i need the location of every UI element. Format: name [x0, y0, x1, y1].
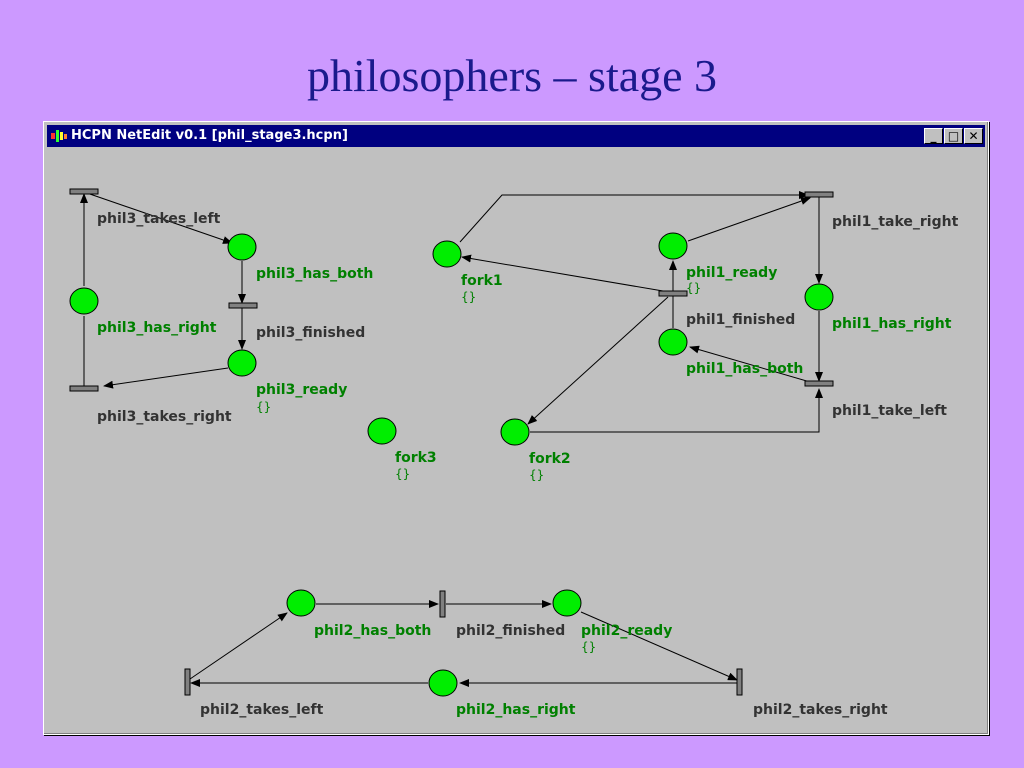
marking-fork3: {}: [395, 467, 410, 481]
place-phil1_has_both[interactable]: [658, 328, 688, 356]
label-fork2: fork2: [529, 451, 571, 467]
place-phil1_ready[interactable]: [658, 232, 688, 260]
arc-phil2_takes_left-to-phil2_has_both[interactable]: [189, 612, 288, 680]
transition-phil2_finished[interactable]: [439, 590, 446, 618]
place-fork2[interactable]: [500, 418, 530, 446]
place-phil2_has_right[interactable]: [428, 669, 458, 697]
arcs: [80, 191, 823, 687]
place-fork3[interactable]: [367, 417, 397, 445]
window-titlebar[interactable]: HCPN NetEdit v0.1 [phil_stage3.hcpn] _ □…: [47, 125, 985, 147]
arc-fork1-to-phil1_take_right[interactable]: [459, 191, 809, 243]
label-phil1_has_both: phil1_has_both: [686, 361, 803, 377]
arc-phil1_finished-to-fork2[interactable]: [527, 296, 669, 425]
transition-phil3_finished[interactable]: [228, 302, 258, 309]
marking-phil3_ready: {}: [256, 400, 271, 414]
label-fork3: fork3: [395, 450, 437, 466]
label-phil1_take_left: phil1_take_left: [832, 403, 947, 419]
net-canvas[interactable]: phil3_takes_left phil3_finished phil3_ta…: [47, 149, 985, 731]
place-phil3_has_right[interactable]: [69, 287, 99, 315]
place-phil3_has_both[interactable]: [227, 233, 257, 261]
close-button[interactable]: ✕: [964, 128, 983, 144]
arc-phil2_ready-to-phil2_takes_right[interactable]: [580, 611, 738, 681]
places: [69, 232, 834, 697]
slide-title: philosophers – stage 3: [306, 50, 718, 101]
arc-phil1_ready-to-phil1_take_right[interactable]: [687, 197, 811, 242]
label-phil2_takes_left: phil2_takes_left: [200, 702, 324, 718]
label-phil2_takes_right: phil2_takes_right: [753, 702, 888, 718]
arc-phil3_takes_left-to-phil3_has_both[interactable]: [83, 191, 233, 244]
app-window: HCPN NetEdit v0.1 [phil_stage3.hcpn] _ □…: [43, 121, 989, 735]
label-phil2_has_right: phil2_has_right: [456, 702, 576, 718]
place-fork1[interactable]: [432, 240, 462, 268]
arc-fork2-to-phil1_take_left[interactable]: [530, 388, 823, 433]
app-icon: [51, 130, 67, 142]
place-phil2_has_both[interactable]: [286, 589, 316, 617]
transition-phil2_takes_left[interactable]: [184, 668, 191, 696]
marking-phil2_ready: {}: [581, 640, 596, 654]
transition-phil1_take_right[interactable]: [804, 191, 834, 198]
label-fork1: fork1: [461, 273, 503, 289]
label-phil3_finished: phil3_finished: [256, 325, 365, 341]
transition-phil1_take_left[interactable]: [804, 380, 834, 387]
label-phil2_ready: phil2_ready: [581, 623, 672, 639]
place-phil1_has_right[interactable]: [804, 283, 834, 311]
label-phil1_finished: phil1_finished: [686, 312, 795, 328]
label-phil2_has_both: phil2_has_both: [314, 623, 431, 639]
label-phil3_has_both: phil3_has_both: [256, 266, 373, 282]
label-phil1_has_right: phil1_has_right: [832, 316, 952, 332]
window-title: HCPN NetEdit v0.1 [phil_stage3.hcpn]: [71, 128, 348, 143]
minimize-button[interactable]: _: [924, 128, 943, 144]
transition-phil1_finished[interactable]: [658, 290, 688, 297]
petri-net-diagram[interactable]: phil3_takes_left phil3_finished phil3_ta…: [47, 149, 985, 731]
maximize-button[interactable]: □: [944, 128, 963, 144]
marking-fork1: {}: [461, 290, 476, 304]
transitions: [69, 188, 834, 696]
label-phil3_has_right: phil3_has_right: [97, 320, 217, 336]
transition-phil2_takes_right[interactable]: [736, 668, 743, 696]
arc-phil3_ready-to-phil3_takes_right[interactable]: [103, 367, 229, 389]
transition-phil3_takes_left[interactable]: [69, 188, 99, 195]
arc-phil1_finished-to-fork1[interactable]: [461, 254, 664, 292]
place-phil2_ready[interactable]: [552, 589, 582, 617]
arc-phil1_take_left-to-phil1_has_both[interactable]: [689, 345, 818, 385]
label-phil3_takes_left: phil3_takes_left: [97, 211, 221, 227]
label-phil1_take_right: phil1_take_right: [832, 214, 959, 230]
label-phil1_ready: phil1_ready: [686, 265, 777, 281]
place-phil3_ready[interactable]: [227, 349, 257, 377]
label-phil3_takes_right: phil3_takes_right: [97, 409, 232, 425]
label-phil3_ready: phil3_ready: [256, 382, 347, 398]
transition-phil3_takes_right[interactable]: [69, 385, 99, 392]
marking-phil1_ready: {}: [686, 281, 701, 295]
marking-fork2: {}: [529, 468, 544, 482]
label-phil2_finished: phil2_finished: [456, 623, 565, 639]
